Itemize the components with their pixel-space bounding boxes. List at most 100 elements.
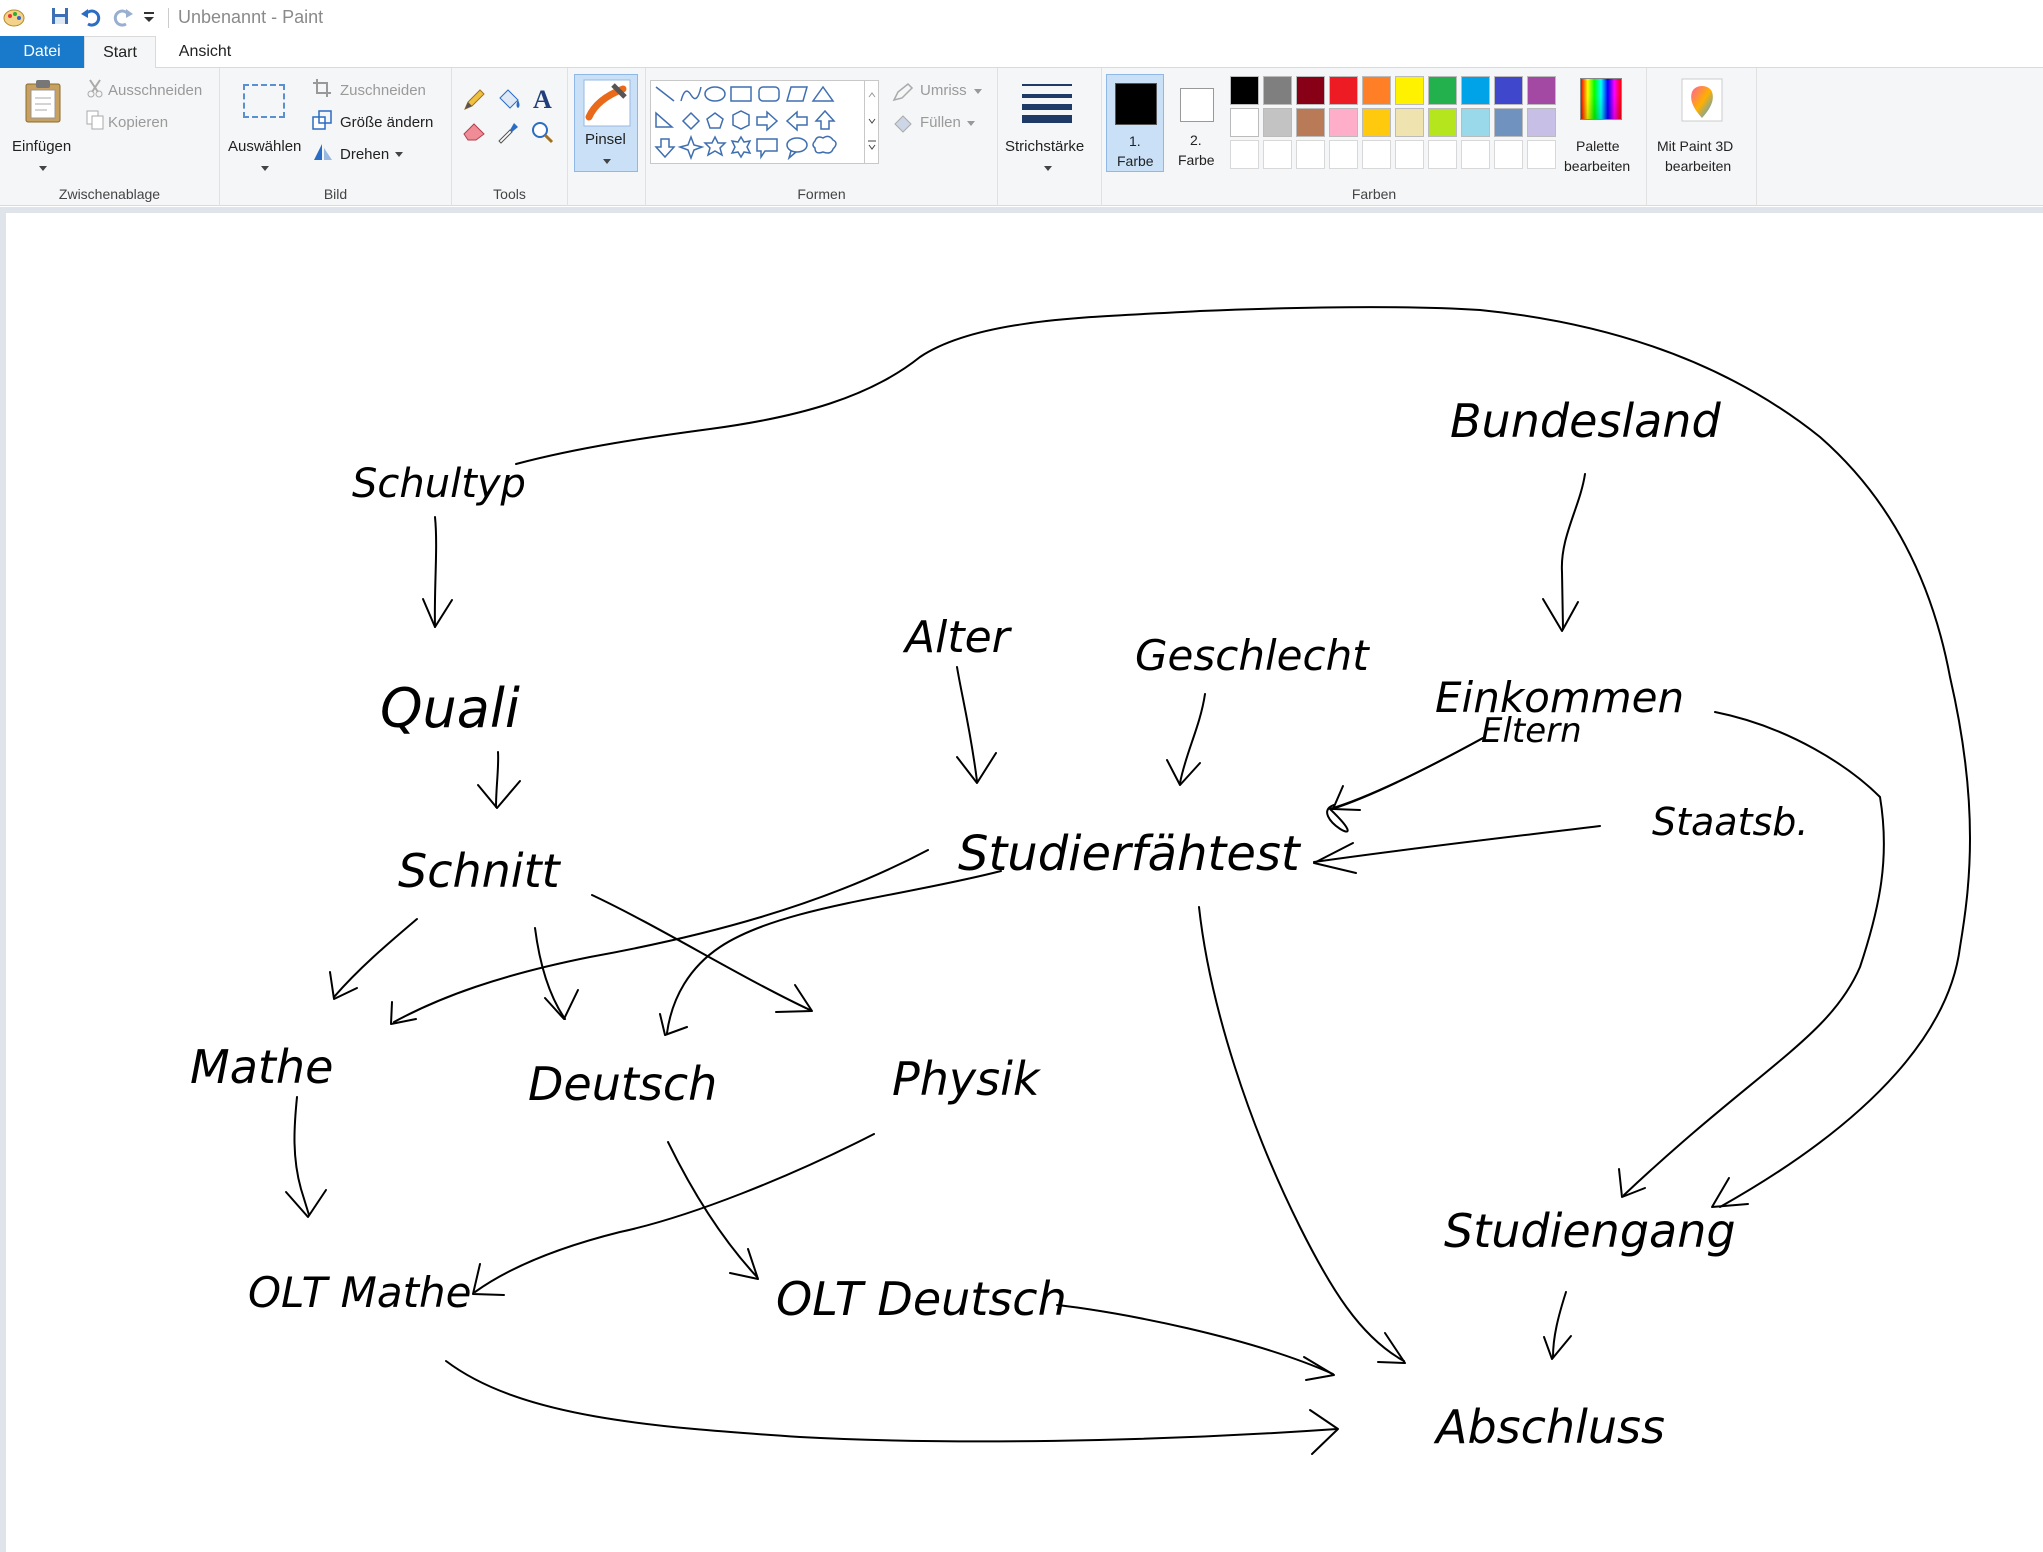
color-swatch[interactable] [1461,76,1490,105]
chevron-down-icon [603,159,611,164]
node-bundesland: Bundesland [1450,394,1721,448]
copy-button[interactable]: Kopieren [108,114,169,131]
arrow-schnitt-mathe [333,918,418,998]
arrowhead [1543,1335,1572,1360]
custom-color-slot[interactable] [1395,140,1424,169]
node-mathe: Mathe [190,1040,333,1094]
custom-color-slot[interactable] [1461,140,1490,169]
resize-icon [312,110,332,130]
select-button[interactable]: Auswählen [226,74,302,184]
arrow-deutsch-oltdeutsch [667,1141,758,1278]
text-icon[interactable]: A [530,86,556,112]
brushes-button[interactable]: Pinsel [574,74,638,172]
outline-button[interactable]: Umriss [920,82,967,99]
arrowhead [1166,759,1201,786]
edit-palette-label-a: Palette [1576,138,1620,154]
color-swatch[interactable] [1395,76,1424,105]
node-studierfaehtest: Studierfähtest [958,826,1302,882]
custom-color-slot[interactable] [1230,140,1259,169]
node-olt-mathe: OLT Mathe [248,1268,472,1317]
clipboard-group-label: Zwischenablage [58,186,161,202]
rainbow-palette-icon [1580,78,1622,120]
color-swatch[interactable] [1296,108,1325,137]
arrowhead [1309,1409,1339,1455]
hand-drawn-diagram: Schultyp Quali Schnitt Mathe Deutsch Phy… [190,306,1971,1455]
tools-group-label: Tools [493,186,526,202]
crop-button[interactable]: Zuschneiden [340,82,426,99]
shapes-gallery[interactable] [650,80,865,164]
outline-icon [892,82,914,102]
paste-button[interactable]: Einfügen [6,74,80,184]
color-swatch[interactable] [1494,108,1523,137]
color-swatch[interactable] [1461,108,1490,137]
image-group: Auswählen Zuschneiden Größe ändern Drehe… [220,68,452,206]
tab-file[interactable]: Datei [0,36,84,68]
chevron-down-icon [39,166,47,171]
redo-icon[interactable] [112,6,134,28]
tools-group: A Tools [452,68,568,206]
chevron-down-icon [974,89,982,94]
color-swatch[interactable] [1527,76,1556,105]
color-swatch[interactable] [1230,76,1259,105]
color2-button[interactable]: 2. Farbe [1168,74,1226,172]
node-staatsb: Staatsb. [1652,800,1809,844]
color-swatch[interactable] [1329,108,1358,137]
node-alter: Alter [902,612,1013,663]
tab-start[interactable]: Start [84,36,156,69]
pencil-icon[interactable] [462,88,486,112]
node-physik: Physik [892,1052,1042,1106]
color-swatch[interactable] [1428,76,1457,105]
color2-swatch [1180,88,1214,122]
stroke-size-label: Strichstärke [1005,138,1085,155]
arrowhead [1303,1356,1335,1381]
drawing-canvas[interactable]: Schultyp Quali Schnitt Mathe Deutsch Phy… [0,207,2043,1552]
stroke-size-button[interactable]: Strichstärke [1000,74,1100,184]
edit-palette-button[interactable]: Palette bearbeiten [1560,74,1640,184]
save-icon[interactable] [50,6,70,26]
custom-color-slot[interactable] [1527,140,1556,169]
clipboard-group: Einfügen Ausschneiden Kopieren Zwischena… [0,68,220,206]
color-swatch[interactable] [1494,76,1523,105]
custom-color-slot[interactable] [1296,140,1325,169]
magnifier-icon[interactable] [530,120,554,144]
rotate-button[interactable]: Drehen [340,146,390,163]
brushes-group: Pinsel [568,68,646,206]
arrow-mathe-oltmathe [293,1096,310,1216]
color-swatch[interactable] [1296,76,1325,105]
clipboard-icon [25,80,61,123]
color-swatch[interactable] [1395,108,1424,137]
color-swatch[interactable] [1329,76,1358,105]
arrow-einkommen-studierfaehtest [1326,737,1484,833]
resize-button[interactable]: Größe ändern [340,114,434,131]
color-swatch[interactable] [1263,76,1292,105]
color-swatch[interactable] [1263,108,1292,137]
color-swatch[interactable] [1428,108,1457,137]
custom-color-slot[interactable] [1329,140,1358,169]
node-deutsch: Deutsch [528,1057,717,1111]
custom-color-slot[interactable] [1362,140,1391,169]
color-swatch[interactable] [1362,108,1391,137]
fill-bucket-icon[interactable] [496,88,522,112]
color-swatch[interactable] [1527,108,1556,137]
eraser-icon[interactable] [462,120,488,142]
cut-button[interactable]: Ausschneiden [108,82,203,99]
arrow-bundesland-einkommen [1560,473,1586,630]
color1-button[interactable]: 1. Farbe [1106,74,1164,172]
shapes-gallery-scroll[interactable] [865,80,879,164]
color-swatch[interactable] [1230,108,1259,137]
custom-color-slot[interactable] [1428,140,1457,169]
fill-button[interactable]: Füllen [920,114,961,131]
customize-quick-access-icon[interactable] [143,10,155,24]
copy-icon [86,110,104,130]
undo-icon[interactable] [80,6,102,28]
arrow-oltdeutsch-abschluss [1056,1304,1334,1375]
color-swatch[interactable] [1362,76,1391,105]
node-einkommen: Einkommen [1435,673,1684,722]
custom-color-slot[interactable] [1263,140,1292,169]
tab-view[interactable]: Ansicht [178,43,232,60]
edit-with-paint3d-button[interactable]: Mit Paint 3D bearbeiten [1651,74,1753,184]
custom-color-slot[interactable] [1494,140,1523,169]
paint-app-icon[interactable] [2,6,26,30]
chevron-down-icon [395,152,403,157]
color-picker-icon[interactable] [496,120,520,144]
